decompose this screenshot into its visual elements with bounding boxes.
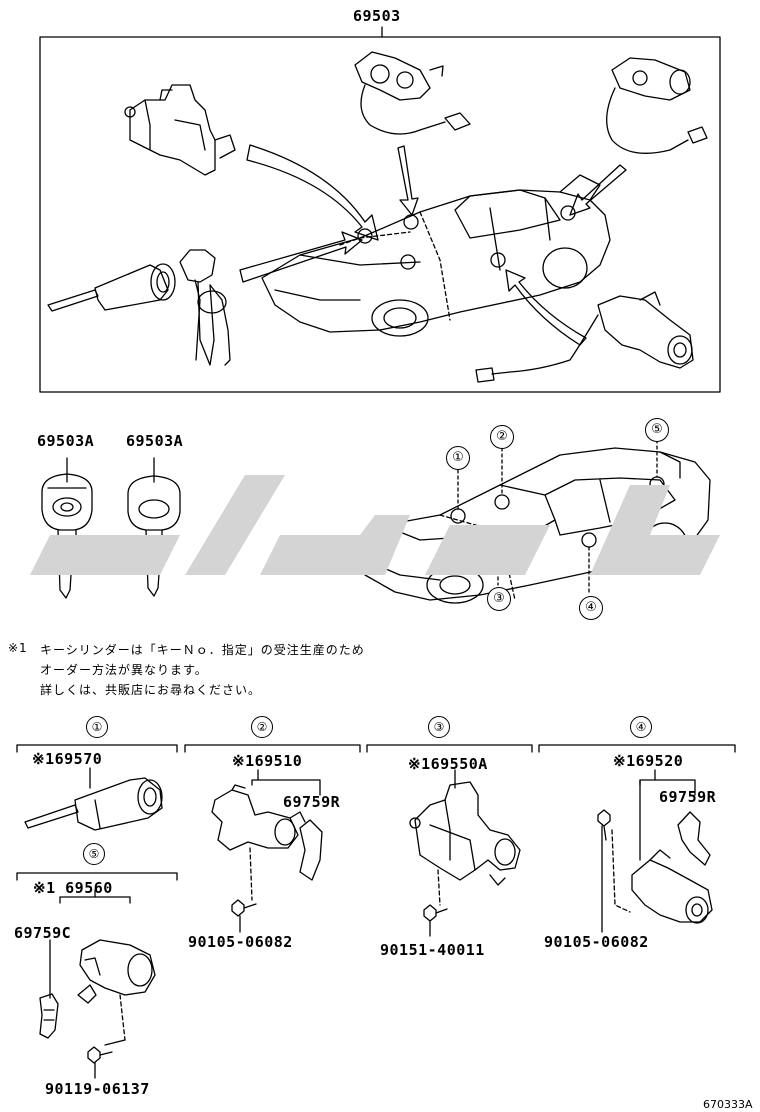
lock-cylinder-with-harness-icon	[475, 291, 694, 383]
location-marker-3: ③	[487, 587, 511, 611]
ignition-key-set-icon	[47, 249, 231, 366]
door-switch-with-harness-icon	[354, 51, 471, 135]
group-4-number: ④	[630, 716, 652, 738]
group-3-number: ③	[428, 716, 450, 738]
note-mark: ※1	[8, 641, 28, 655]
bolt-90105-06082-b-label[interactable]: 90105-06082	[544, 933, 649, 951]
part-69560-cylinder-icon	[39, 889, 156, 1046]
part-69520-cylinder-icon	[611, 769, 713, 924]
key-part-number-left[interactable]: 69503A	[37, 432, 95, 450]
part-69759r-a-label[interactable]: 69759R	[283, 793, 341, 811]
location-marker-2: ②	[490, 425, 514, 449]
group-2-number: ②	[251, 716, 273, 738]
part-69550a-label[interactable]: ※169550A	[408, 755, 488, 773]
bracket-group-3	[366, 744, 533, 753]
part-69550a-lock-icon	[409, 769, 521, 906]
top-frame	[39, 36, 721, 393]
bolt-90151-40011-icon	[423, 904, 448, 937]
diagram-code: 670333A	[703, 1098, 753, 1111]
part-69560-label[interactable]: ※1 69560	[33, 879, 113, 897]
part-69570-label[interactable]: ※169570	[32, 750, 103, 768]
group-1-number: ①	[86, 716, 108, 738]
bolt-90105-06082-b-icon	[597, 809, 611, 933]
rear-switch-with-harness-icon	[606, 57, 708, 154]
bracket-group-4	[538, 744, 736, 753]
bolt-90105-06082-a-icon	[231, 899, 257, 933]
bracket-group-5	[16, 872, 178, 881]
bolt-90151-40011-label[interactable]: 90151-40011	[380, 941, 485, 959]
part-69510-cylinder-icon	[211, 769, 323, 901]
part-69759r-b-label[interactable]: 69759R	[659, 788, 717, 806]
location-marker-5: ⑤	[645, 418, 669, 442]
bracket-group-2	[184, 744, 361, 753]
note-line-1: キーシリンダーは「キーＮｏ．指定」の受注生産のため	[40, 643, 365, 657]
part-69520-label[interactable]: ※169520	[613, 752, 684, 770]
bolt-90105-06082-a-label[interactable]: 90105-06082	[188, 933, 293, 951]
part-69570-cylinder-icon	[24, 767, 163, 831]
note-line-3: 詳しくは、共販店にお尋ねください。	[40, 683, 262, 697]
note-line-2: オーダー方法が異なります。	[40, 663, 208, 677]
top-arrows	[239, 144, 627, 346]
part-69759c-label[interactable]: 69759C	[14, 924, 72, 942]
part-69510-label[interactable]: ※169510	[232, 752, 303, 770]
group-5-number: ⑤	[83, 843, 105, 865]
top-car-illustration	[261, 174, 611, 337]
assembly-part-number[interactable]: 69503	[353, 7, 401, 25]
location-marker-4: ④	[579, 596, 603, 620]
bracket-group-1	[16, 744, 178, 753]
key-part-number-right[interactable]: 69503A	[126, 432, 184, 450]
watermark-logo	[30, 475, 720, 575]
bolt-90119-06137-label[interactable]: 90119-06137	[45, 1080, 150, 1098]
door-lock-assembly-icon	[124, 84, 236, 176]
location-marker-1: ①	[446, 446, 470, 470]
bolt-90119-06137-icon	[87, 1046, 113, 1079]
